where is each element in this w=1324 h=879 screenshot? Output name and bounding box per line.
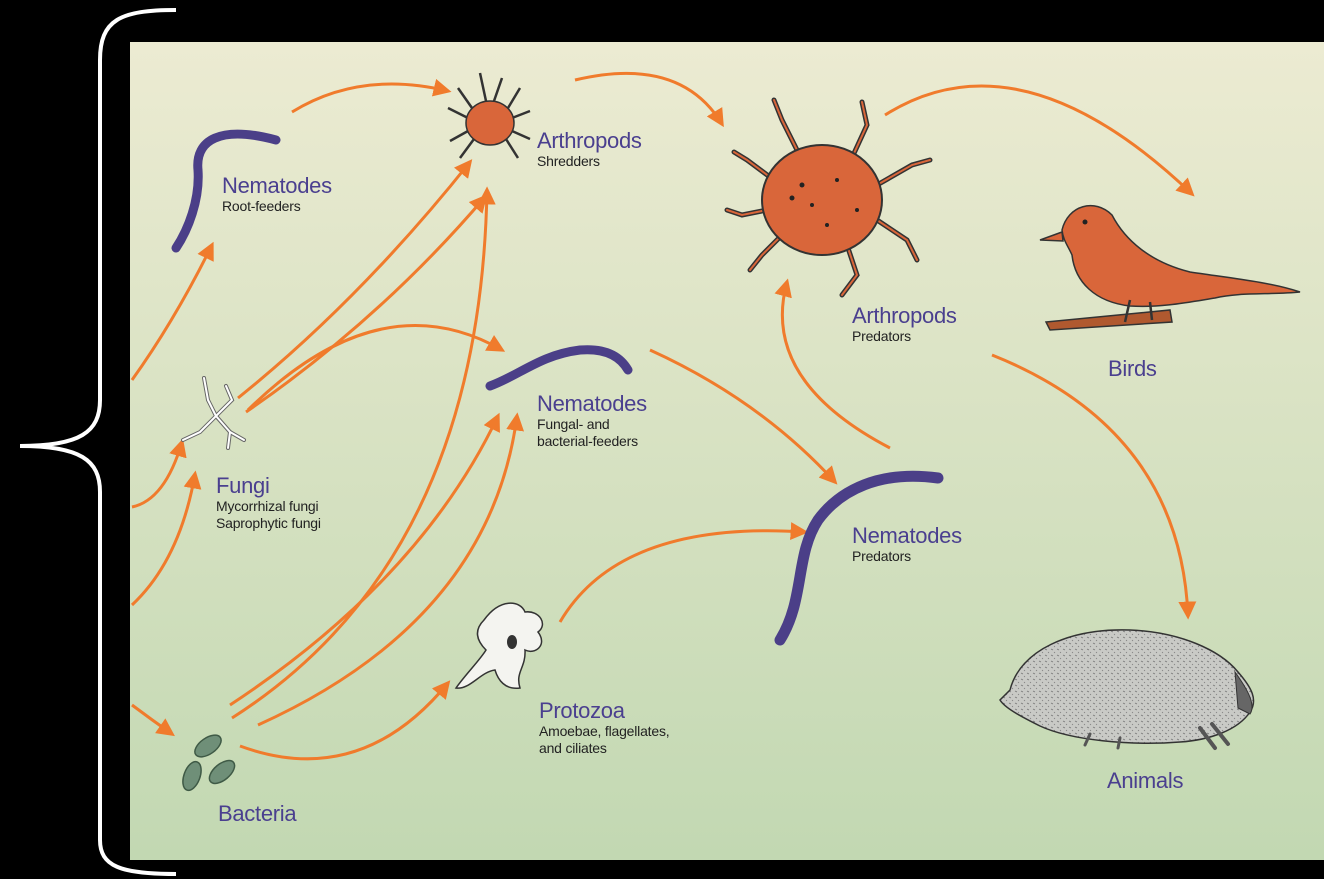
- node-subtitle: bacterial-feeders: [537, 433, 647, 450]
- node-subtitle: Predators: [852, 328, 957, 345]
- label-fungi: Fungi Mycorrhizal fungi Saprophytic fung…: [216, 474, 321, 532]
- node-subtitle: Predators: [852, 548, 962, 565]
- node-subtitle: Saprophytic fungi: [216, 515, 321, 532]
- node-name: Animals: [1107, 769, 1183, 793]
- label-arthropods-shredders: Arthropods Shredders: [537, 129, 642, 170]
- label-bacteria: Bacteria: [218, 802, 296, 826]
- node-subtitle: Amoebae, flagellates,: [539, 723, 669, 740]
- node-name: Bacteria: [218, 802, 296, 826]
- node-name: Arthropods: [537, 129, 642, 153]
- label-animals: Animals: [1107, 769, 1183, 793]
- label-nematodes-predators: Nematodes Predators: [852, 524, 962, 565]
- label-nematodes-fungal: Nematodes Fungal- and bacterial-feeders: [537, 392, 647, 450]
- label-nematodes-root: Nematodes Root-feeders: [222, 174, 332, 215]
- node-name: Fungi: [216, 474, 321, 498]
- label-birds: Birds: [1108, 357, 1157, 381]
- node-subtitle: and ciliates: [539, 740, 669, 757]
- node-name: Arthropods: [852, 304, 957, 328]
- node-subtitle: Root-feeders: [222, 198, 332, 215]
- node-name: Nematodes: [222, 174, 332, 198]
- label-protozoa: Protozoa Amoebae, flagellates, and cilia…: [539, 699, 669, 757]
- node-name: Birds: [1108, 357, 1157, 381]
- node-subtitle: Shredders: [537, 153, 642, 170]
- node-subtitle: Mycorrhizal fungi: [216, 498, 321, 515]
- label-arthropods-predators: Arthropods Predators: [852, 304, 957, 345]
- node-name: Nematodes: [852, 524, 962, 548]
- node-name: Protozoa: [539, 699, 669, 723]
- node-name: Nematodes: [537, 392, 647, 416]
- node-subtitle: Fungal- and: [537, 416, 647, 433]
